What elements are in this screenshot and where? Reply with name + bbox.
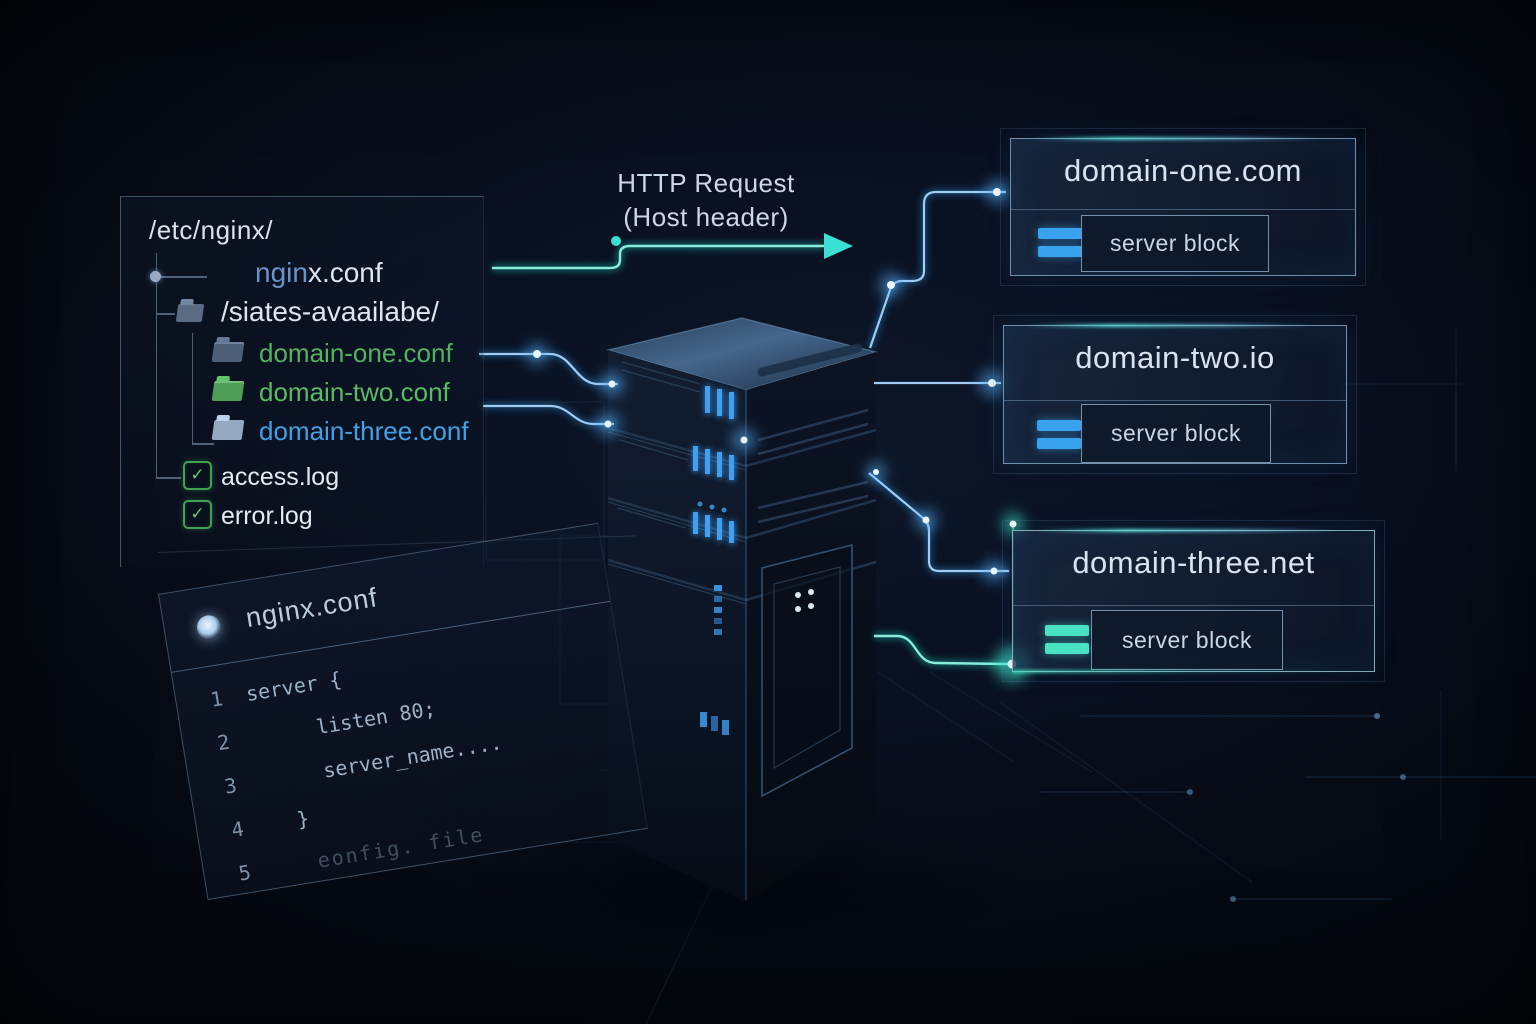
server-block-label: server block — [1111, 420, 1241, 446]
tree-item-nginx-conf[interactable]: nginx.conf — [255, 257, 383, 289]
file-dot-icon — [195, 613, 223, 642]
domain-title: domain-one.com — [1064, 153, 1302, 188]
http-request-arrow — [492, 233, 853, 272]
tree-connector-elbow — [192, 443, 214, 445]
folder-icon — [175, 304, 205, 322]
server-block-chip[interactable]: server block — [1091, 610, 1283, 670]
domain-title: domain-three.net — [1072, 545, 1315, 580]
http-request-line2: (Host header) — [623, 202, 789, 232]
tree-connector-line — [192, 333, 193, 443]
server-block-icon — [1037, 420, 1081, 456]
tree-item-domain-two-conf[interactable]: domain-two.conf — [259, 377, 450, 407]
server-block-icon — [1045, 625, 1089, 661]
config-to-server-lines — [479, 343, 624, 436]
route-box-domain-one: domain-one.com server block — [1000, 128, 1366, 286]
tree-node-dot-icon — [150, 271, 161, 282]
teal-return-line — [874, 513, 1030, 682]
folder-icon — [211, 420, 245, 440]
tree-root-path: /etc/nginx/ — [149, 215, 274, 245]
folder-icon — [211, 342, 245, 362]
server-block-chip[interactable]: server block — [1081, 215, 1269, 272]
divider — [1013, 605, 1374, 606]
tree-item-error-log[interactable]: error.log — [221, 502, 313, 530]
code-text: server { — [244, 666, 344, 707]
server-block-chip[interactable]: server block — [1081, 404, 1271, 463]
server-block-icon — [1038, 228, 1082, 264]
server-door — [761, 543, 853, 798]
route-box-domain-two: domain-two.io server block — [993, 315, 1357, 474]
route-box-domain-three: domain-three.net server block — [1002, 520, 1385, 682]
checkbox-icon[interactable]: ✓ — [183, 500, 212, 529]
tree-connector-line — [156, 253, 157, 479]
tree-item-access-log[interactable]: access.log — [221, 463, 340, 491]
line-number: 2 — [215, 729, 232, 756]
domain-title: domain-two.io — [1075, 340, 1275, 375]
divider — [1004, 400, 1346, 401]
tree-item-domain-three-conf[interactable]: domain-three.conf — [259, 416, 469, 446]
line-number: 5 — [236, 859, 253, 886]
checkbox-icon[interactable]: ✓ — [183, 461, 212, 490]
http-request-line1: HTTP Request — [617, 168, 795, 198]
nginx-conf-prefix: ngin — [255, 257, 308, 288]
file-tree-panel: /etc/nginx/ nginx.conf /siates-avaailabe… — [120, 196, 484, 567]
folder-icon — [211, 381, 245, 401]
code-text: } — [294, 805, 311, 832]
line-number: 3 — [222, 773, 239, 799]
tree-item-domain-one-conf[interactable]: domain-one.conf — [259, 338, 453, 368]
line-number: 1 — [208, 686, 225, 712]
divider — [1011, 209, 1355, 210]
server-to-route-lines — [732, 180, 1009, 582]
tree-connector-dash — [157, 477, 181, 479]
tree-connector-dash — [161, 276, 207, 278]
editor-title: nginx.conf — [243, 582, 380, 634]
nginx-conf-suffix: x.conf — [307, 257, 383, 288]
tree-item-sites-available[interactable]: /siates-avaailabe/ — [221, 296, 439, 327]
tree-connector-dash — [157, 313, 175, 315]
server-led-lights — [693, 386, 735, 735]
server-block-label: server block — [1110, 230, 1240, 256]
server-block-label: server block — [1122, 626, 1252, 653]
line-number: 4 — [229, 816, 246, 843]
http-request-label: HTTP Request (Host header) — [588, 166, 824, 234]
